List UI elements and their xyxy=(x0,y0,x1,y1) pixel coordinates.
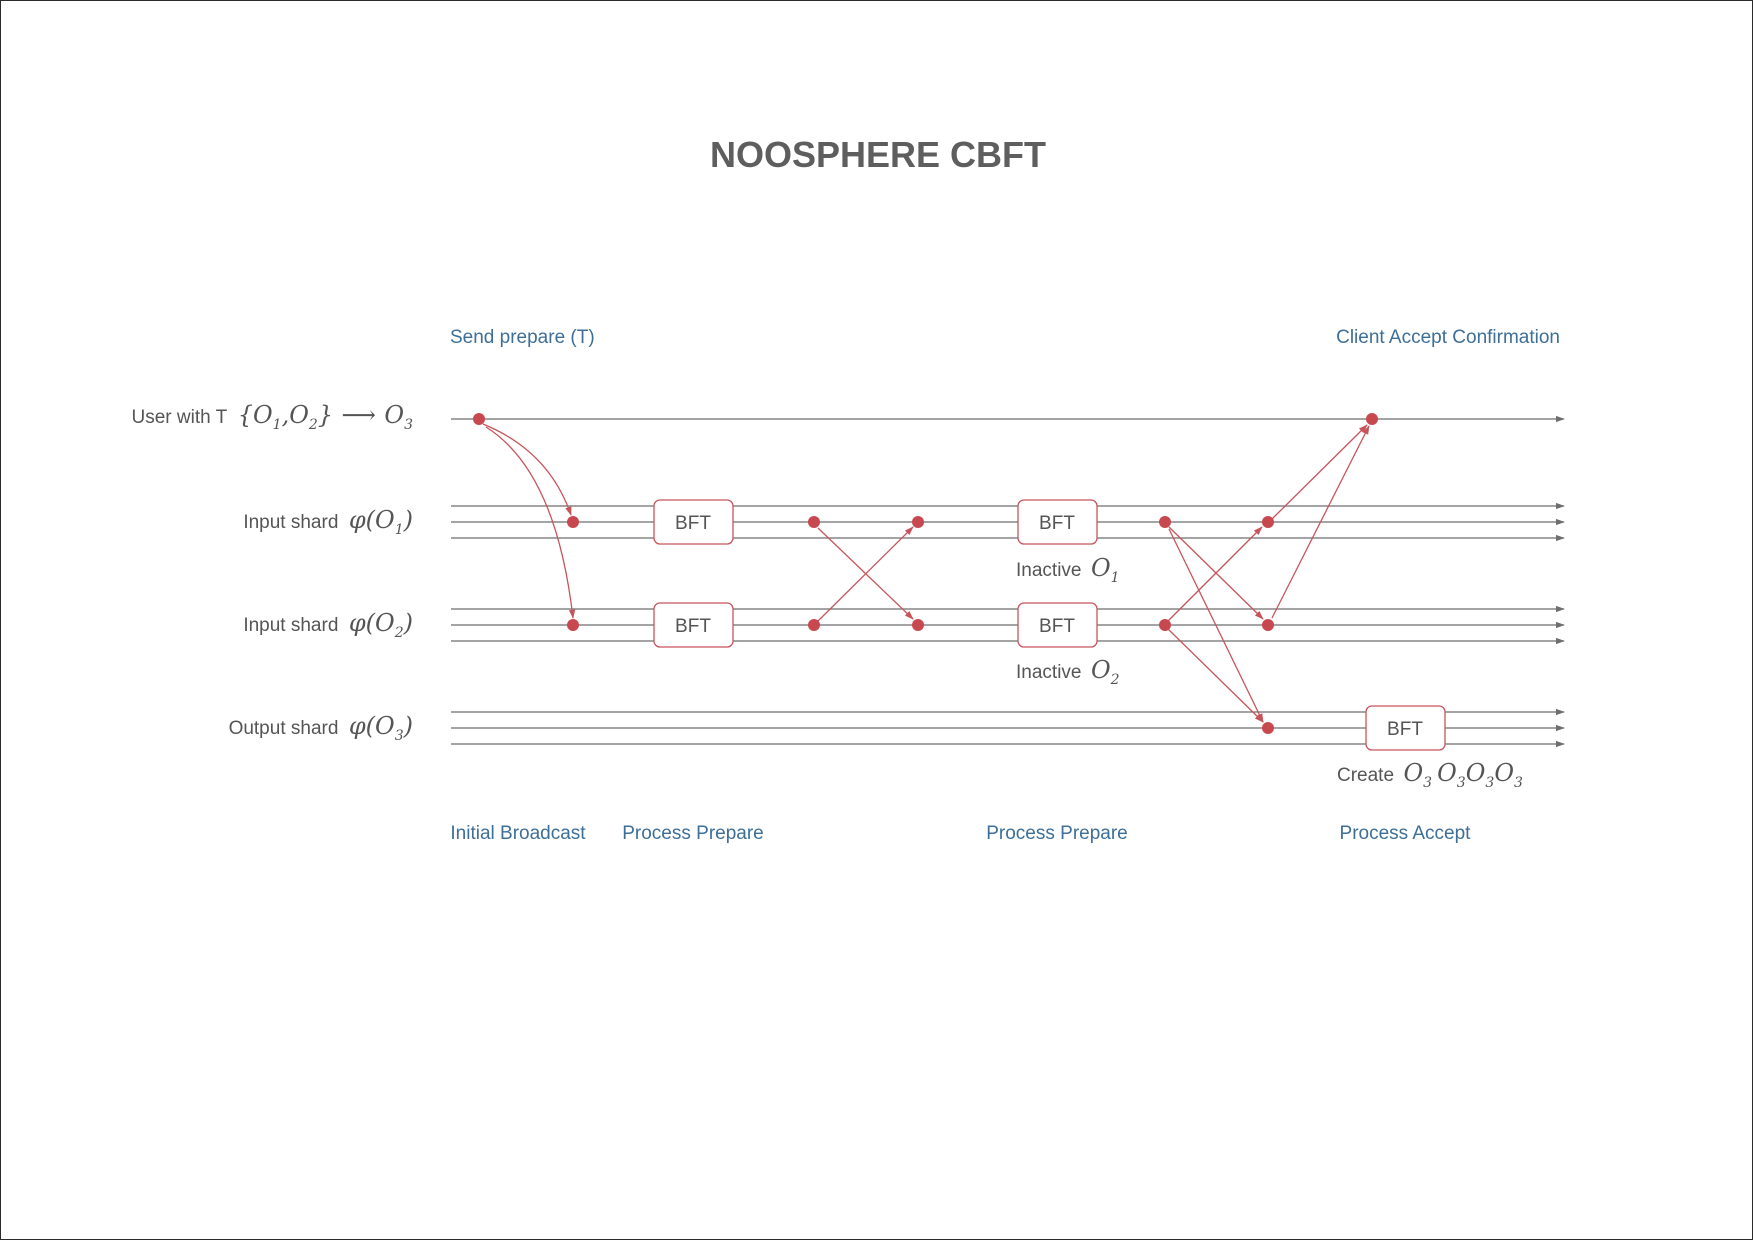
bft-label: BFT xyxy=(1039,513,1075,534)
node-output-receive xyxy=(1262,722,1274,734)
node-shard-2-accept xyxy=(1262,619,1274,631)
user-set-comma: ,O xyxy=(282,401,310,429)
msg-accept-2-to-client xyxy=(1271,425,1370,619)
row-label-output-shard: Output shard φ(O3) xyxy=(229,712,413,744)
bft-box-shard-1-first: BFT xyxy=(653,499,734,545)
inactive-1-obj: O xyxy=(1091,554,1111,582)
user-set-close: } xyxy=(318,401,333,429)
input-shard-1-phi: φ(O xyxy=(349,506,395,534)
inactive-1-sub: 1 xyxy=(1111,570,1120,586)
svg-text:Output shard φ(O3): Output shard φ(O3) xyxy=(229,712,413,744)
message-arrows xyxy=(482,423,1370,723)
phase-process-accept: Process Accept xyxy=(1340,823,1472,844)
create-sub-1: 3 xyxy=(1423,775,1432,791)
input-shard-1-label: Input shard xyxy=(243,512,338,533)
create-sub-3: 3 xyxy=(1485,775,1494,791)
phase-client-accept-confirmation: Client Accept Confirmation xyxy=(1336,327,1560,348)
bft-box-shard-1-second: BFT xyxy=(1017,499,1098,545)
create-obj-4: O xyxy=(1494,759,1514,787)
phase-process-prepare-1: Process Prepare xyxy=(622,823,764,844)
create-sub-2: 3 xyxy=(1457,775,1466,791)
bft-label: BFT xyxy=(1387,719,1423,740)
input-shard-2-sub: 2 xyxy=(394,625,404,641)
msg-user-to-shard-2 xyxy=(485,426,576,619)
node-shard-1-accept xyxy=(1262,516,1274,528)
inactive-2-obj: O xyxy=(1091,656,1111,684)
node-shard-1-receive xyxy=(567,516,579,528)
timelines xyxy=(451,415,1565,748)
annotation-inactive-1: Inactive O1 xyxy=(1016,554,1120,586)
msg-cross-2-to-1 xyxy=(817,526,914,622)
output-shard-label: Output shard xyxy=(229,718,339,739)
input-shard-1-close: ) xyxy=(403,506,413,534)
user-set-open: {O xyxy=(238,401,273,429)
output-shard-close: ) xyxy=(403,712,413,740)
annotation-inactive-2: Inactive O2 xyxy=(1016,656,1120,688)
node-user-send xyxy=(473,413,485,425)
output-shard-sub: 3 xyxy=(395,728,404,744)
bft-label: BFT xyxy=(1039,616,1075,637)
output-shard-phi: φ(O xyxy=(349,712,395,740)
input-shard-1-sub: 1 xyxy=(395,522,404,538)
node-shard-2-receive xyxy=(567,619,579,631)
event-nodes xyxy=(473,413,1378,734)
create-sub-4: 3 xyxy=(1514,775,1523,791)
input-shard-2-close: ) xyxy=(403,609,413,637)
node-shard-1-receive-cross xyxy=(912,516,924,528)
node-shard-2-post-bft xyxy=(808,619,820,631)
svg-text:Inactive O2: Inactive O2 xyxy=(1016,656,1120,688)
user-label-text: User with T xyxy=(132,407,228,428)
svg-text:User with T {O1,O2}: User with T {O1,O2} ⟶ O3 xyxy=(132,401,414,433)
phase-initial-broadcast: Initial Broadcast xyxy=(450,823,586,844)
svg-text:Inactive O1: Inactive O1 xyxy=(1016,554,1120,586)
node-client-accept xyxy=(1366,413,1378,425)
node-shard-1-inactive xyxy=(1159,516,1171,528)
svg-text:Input shard φ(O2): Input shard φ(O2) xyxy=(243,609,413,641)
row-label-input-shard-1: Input shard φ(O1) xyxy=(243,506,413,538)
bft-label: BFT xyxy=(675,513,711,534)
svg-text:Input shard φ(O1): Input shard φ(O1) xyxy=(243,506,413,538)
inactive-2-word: Inactive xyxy=(1016,662,1081,683)
create-obj-3: O xyxy=(1466,759,1486,787)
user-set-sub-2: 2 xyxy=(308,417,318,433)
bft-box-shard-2-first: BFT xyxy=(653,602,734,648)
row-label-input-shard-2: Input shard φ(O2) xyxy=(243,609,413,641)
user-arrow-glyph: ⟶ xyxy=(342,401,376,429)
msg-user-to-shard-1 xyxy=(482,423,572,516)
diagram-title: NOOSPHERE CBFT xyxy=(710,134,1046,175)
node-shard-2-inactive xyxy=(1159,619,1171,631)
create-obj-1: O xyxy=(1403,759,1423,787)
input-shard-2-label: Input shard xyxy=(243,615,338,636)
msg-s2-to-output xyxy=(1167,628,1264,723)
node-shard-2-receive-cross xyxy=(912,619,924,631)
user-target: O xyxy=(384,401,404,429)
phase-send-prepare: Send prepare (T) xyxy=(450,327,595,348)
msg-s1-to-output xyxy=(1168,528,1264,723)
bft-box-shard-2-second: BFT xyxy=(1017,602,1098,648)
msg-s2-to-s1-accept xyxy=(1167,526,1263,622)
bft-box-output-shard: BFT xyxy=(1365,705,1446,751)
user-set-sub-1: 1 xyxy=(273,417,282,433)
row-label-user: User with T {O1,O2} ⟶ O3 xyxy=(132,401,414,433)
msg-accept-1-to-client xyxy=(1271,424,1368,520)
inactive-2-sub: 2 xyxy=(1110,672,1120,688)
input-shard-2-phi: φ(O xyxy=(349,609,395,637)
bft-label: BFT xyxy=(675,616,711,637)
create-obj-2: O xyxy=(1437,759,1457,787)
create-word: Create xyxy=(1337,765,1394,786)
phase-process-prepare-2: Process Prepare xyxy=(986,823,1128,844)
inactive-1-word: Inactive xyxy=(1016,560,1081,581)
user-target-sub: 3 xyxy=(404,417,413,433)
node-shard-1-post-bft xyxy=(808,516,820,528)
